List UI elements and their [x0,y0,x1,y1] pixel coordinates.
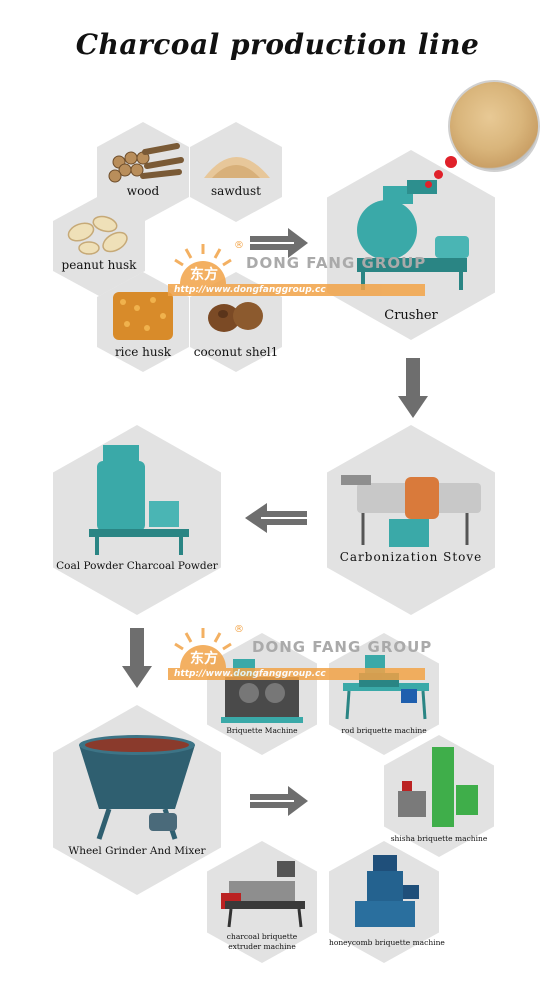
rod-briquette-machine-label: rod briquette machine [341,726,427,735]
sun-logo-icon [174,244,232,284]
shisha-briquette-machine-image [398,747,478,827]
wood-logs-image [108,143,184,183]
sawdust-image [204,157,270,178]
coconut-shell-label: coconut shel1 [193,345,279,359]
company-url: http://www.dongfanggroup.cc [168,668,425,680]
arrow-right-2 [250,786,308,816]
wood-label: wood [126,184,160,198]
hex-carbonization-stove [327,425,495,615]
logo-chinese-text: 东方 [190,651,218,667]
peanut-husk-image [67,215,128,255]
hex-coal-powder [53,425,221,615]
extruder-machine-label-line2: extruder machine [228,942,296,951]
crusher-image [357,180,469,290]
watermark-middle: 东方 ® DONG FANG GROUP http://www.dongfang… [168,624,431,686]
sawdust-label: sawdust [211,184,261,198]
peanut-husk-label: peanut husk [61,258,137,272]
briquette-machine-label: Briquette Machine [226,726,298,735]
bubble-medium [434,170,443,179]
coconut-shell-image [208,302,263,332]
honeycomb-briquette-machine-image [355,855,419,927]
carbonization-stove-label: Carbonization Stove [339,550,483,564]
bubble-large [445,156,457,168]
vertical-crusher-image [89,445,189,555]
company-url: http://www.dongfanggroup.cc [168,284,425,296]
arrow-left-1 [245,503,307,533]
wheel-grinder-image [79,735,195,840]
rice-husk-image [113,292,173,340]
shisha-briquette-machine-label: shisha briquette machine [390,834,488,843]
hex-sawdust [190,122,282,222]
registered-mark: ® [234,624,244,635]
extruder-machine-image [221,861,305,928]
watermark-top: 东方 ® DONG FANG GROUP http://www.dongfang… [168,240,428,302]
bubble-small [425,181,432,188]
sun-logo-icon [174,628,232,668]
arrow-down-2 [122,628,152,688]
rice-husk-label: rice husk [114,345,172,359]
carbonization-stove-image [341,475,481,547]
wheel-grinder-label: Wheel Grinder And Mixer [68,845,206,857]
honeycomb-briquette-machine-label: honeycomb briquette machine [329,938,445,947]
arrow-down-1 [398,358,428,418]
hex-wheel-grinder [53,705,221,895]
company-name: DONG FANG GROUP [252,638,433,656]
arrow-right-1 [250,228,308,258]
logo-chinese-text: 东方 [190,267,218,283]
sawdust-closeup-image [448,80,540,172]
company-name: DONG FANG GROUP [246,254,427,272]
extruder-machine-label-line1: charcoal briquette [226,932,298,941]
page-title: Charcoal production line [75,28,480,61]
crusher-label: Crusher [384,308,438,323]
registered-mark: ® [234,240,244,251]
coal-powder-label: Coal Powder Charcoal Powder [56,560,218,572]
